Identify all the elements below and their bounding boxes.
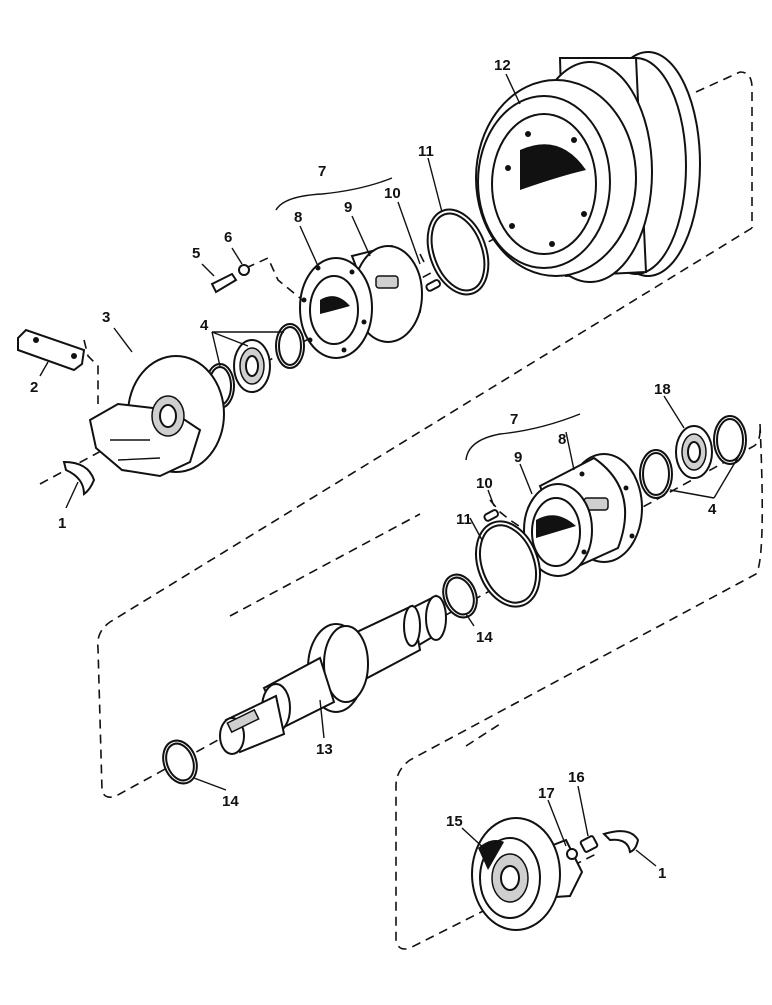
- o-ring-14-mid: [442, 573, 478, 619]
- plug-16: [579, 835, 599, 853]
- callout-18: 18: [654, 381, 671, 398]
- collar-assembly-7-mid: [523, 453, 643, 577]
- callout-4-mid: 4: [708, 501, 717, 518]
- roller-shell-12: [475, 51, 701, 283]
- callout-16: 16: [568, 769, 585, 786]
- callout-9-top: 9: [344, 199, 352, 216]
- callout-3: 3: [102, 309, 110, 326]
- callout-labels: 1 2 3 4 5 6 7 8 9 10 11 12 7 8 9 10 11 1…: [30, 57, 717, 882]
- washer-17: [566, 848, 578, 860]
- callout-13: 13: [316, 741, 333, 758]
- o-ring-11-mid: [475, 520, 541, 608]
- roller-shaft-13: [219, 594, 447, 755]
- callout-6: 6: [224, 229, 232, 246]
- washer-6: [238, 264, 250, 276]
- callout-11-top: 11: [418, 143, 434, 160]
- end-collar-15: [471, 817, 584, 931]
- collar-assembly-7-top: [299, 244, 423, 359]
- callout-14-mid: 14: [476, 629, 493, 646]
- pin-10-mid: [483, 509, 500, 522]
- callout-8-mid: 8: [558, 431, 566, 448]
- seal-4-top: [205, 323, 305, 409]
- pin-10-top: [425, 279, 442, 292]
- o-ring-14-bottom: [162, 739, 198, 785]
- callout-7-mid: 7: [510, 411, 518, 428]
- callout-4-top: 4: [200, 317, 209, 334]
- callout-1-bottom: 1: [658, 865, 666, 882]
- callout-2: 2: [30, 379, 38, 396]
- callout-1-top: 1: [58, 515, 66, 532]
- callout-14-bottom: 14: [222, 793, 239, 810]
- snap-ring-1-bottom: [602, 830, 640, 854]
- callout-15: 15: [446, 813, 463, 830]
- leader-lines: [39, 73, 741, 867]
- callout-10-mid: 10: [476, 475, 493, 492]
- lock-plate-2: [17, 328, 86, 372]
- callout-11-mid: 11: [456, 511, 472, 528]
- bolt-5: [210, 272, 238, 294]
- callout-12: 12: [494, 57, 511, 74]
- callout-17: 17: [538, 785, 555, 802]
- o-ring-11-top: [426, 208, 490, 296]
- end-collar-3: [88, 355, 225, 478]
- callout-10-top: 10: [384, 185, 401, 202]
- o-rings-4-mid: [639, 415, 747, 499]
- seal-18: [675, 425, 713, 479]
- callout-8-top: 8: [294, 209, 302, 226]
- callout-5: 5: [192, 245, 200, 262]
- callout-7-top: 7: [318, 163, 326, 180]
- callout-9-mid: 9: [514, 449, 522, 466]
- snap-ring-1-top: [62, 460, 96, 496]
